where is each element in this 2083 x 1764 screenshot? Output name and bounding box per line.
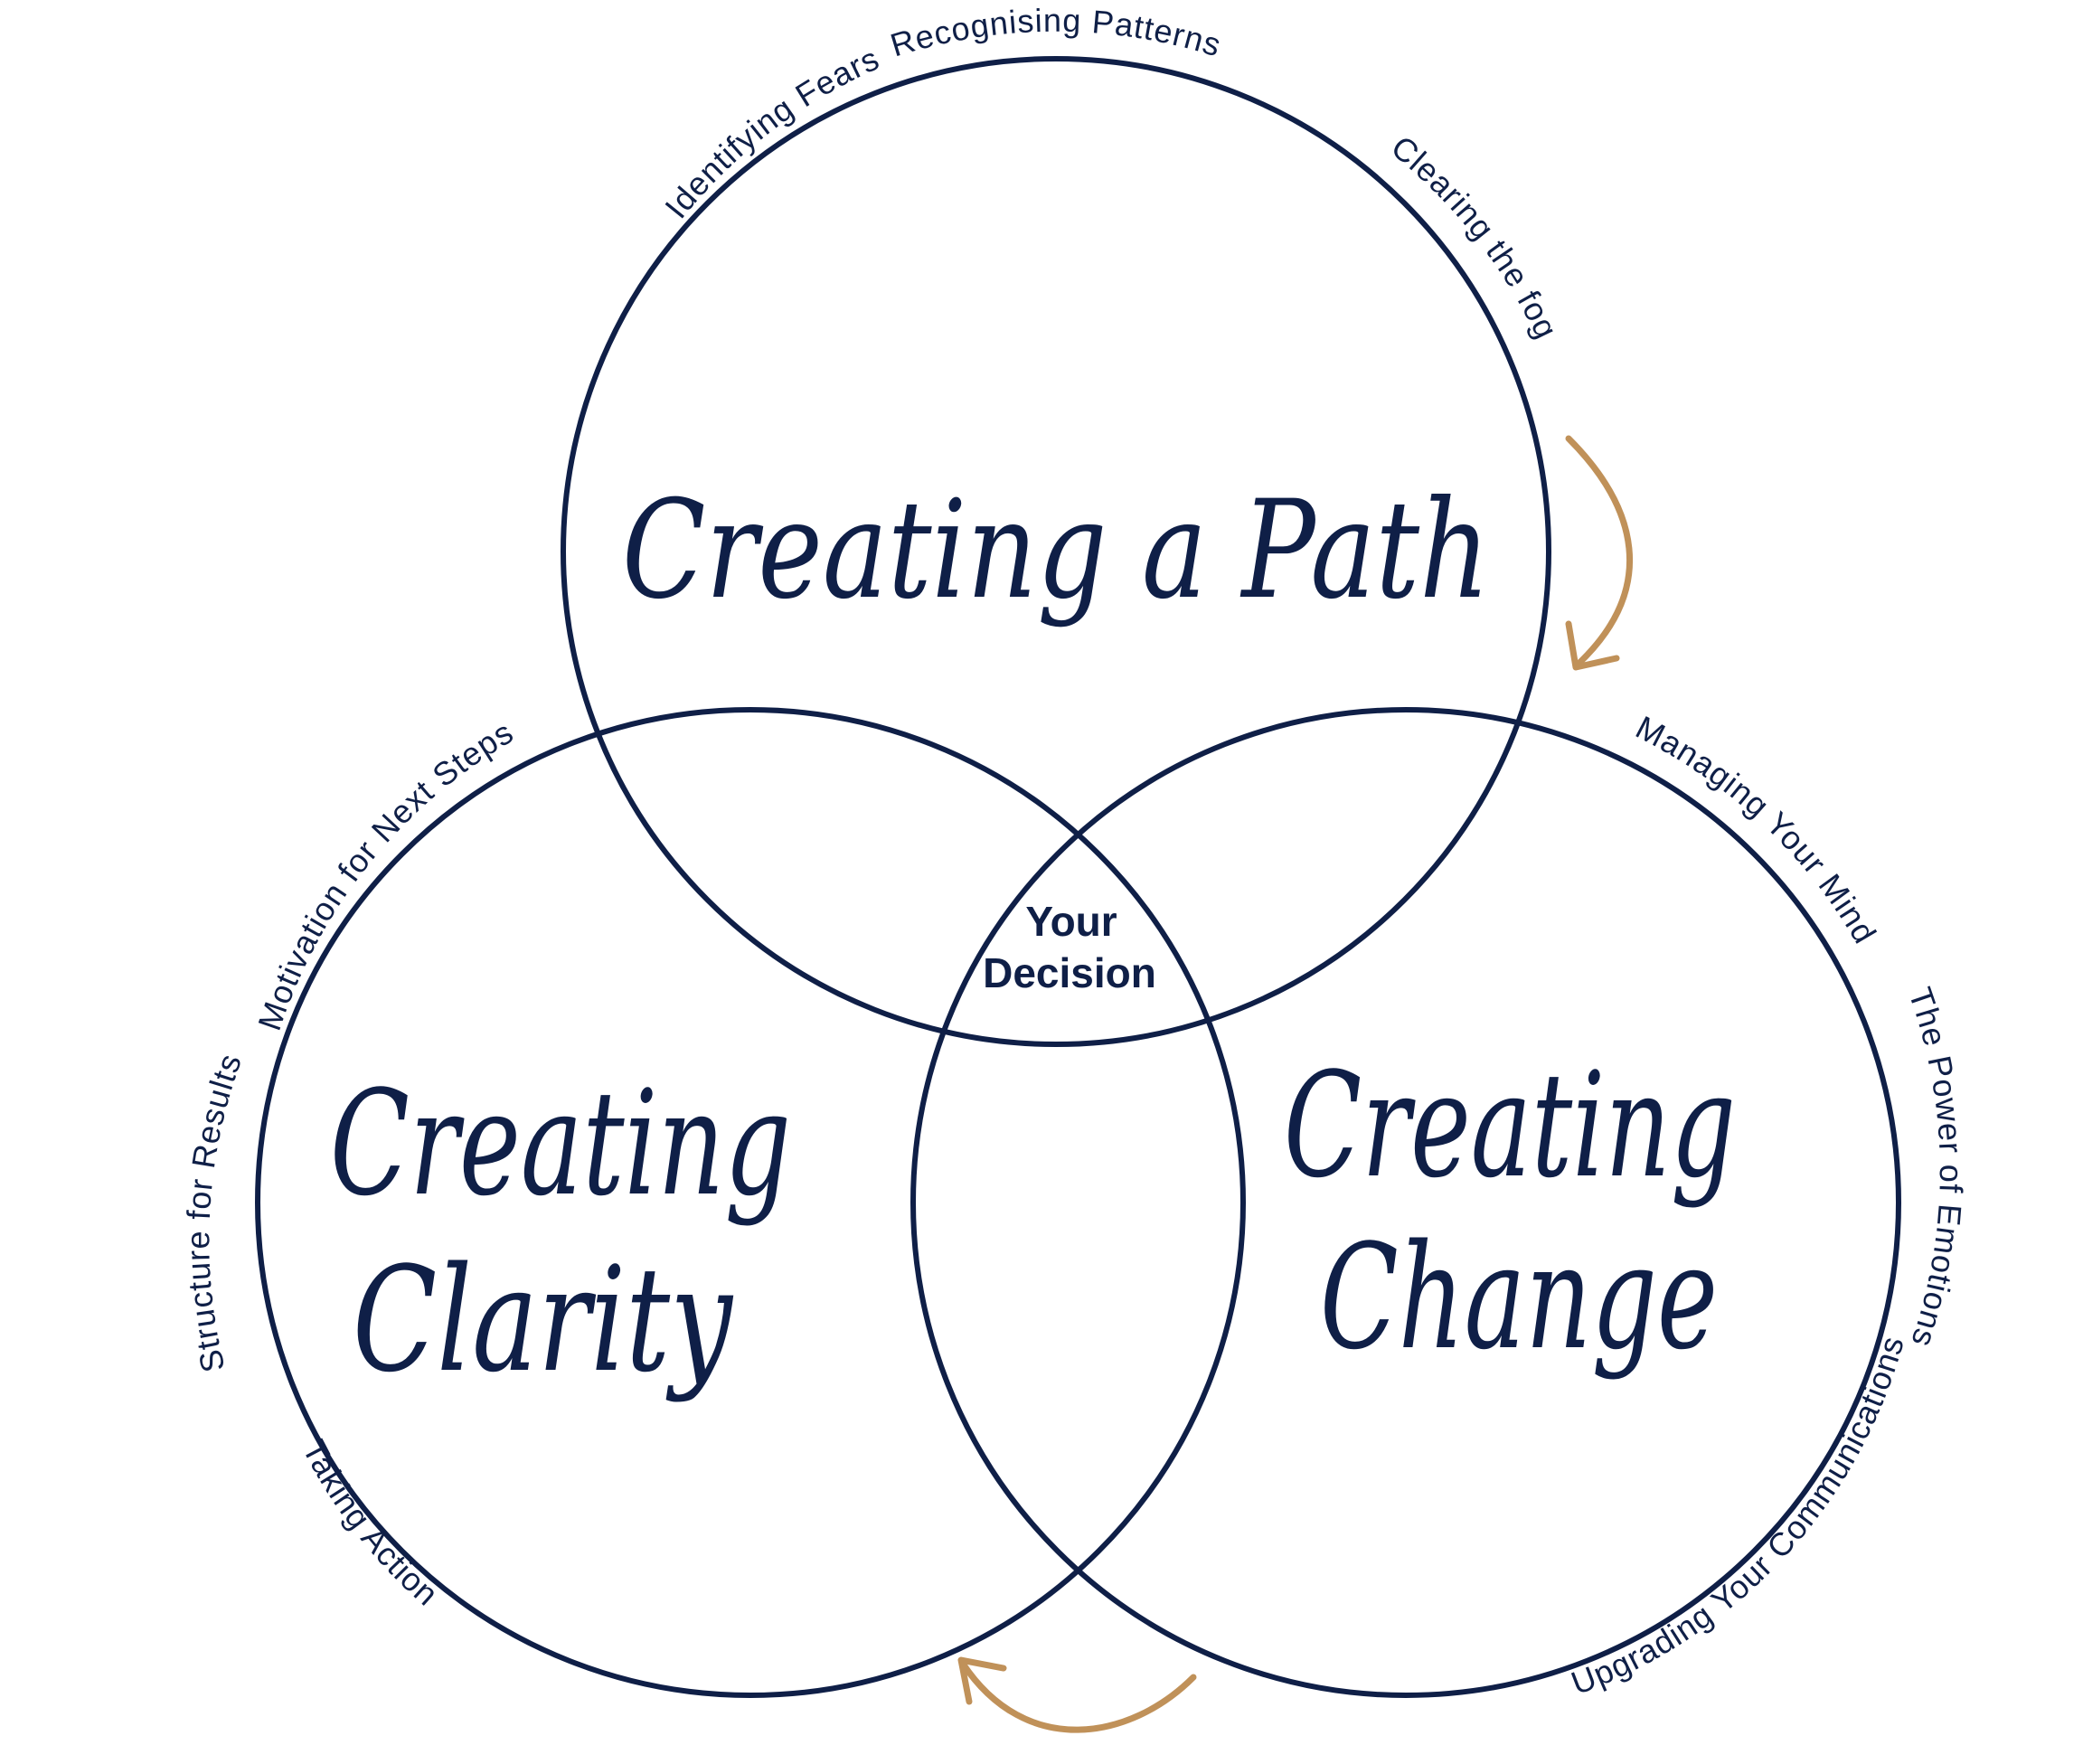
label-recognising-patterns: Recognising Patterns — [886, 2, 1226, 64]
label-power-of-emotions: The Power of Emotions — [1901, 983, 1970, 1353]
label-upgrading-communications: Upgrading Your Communications — [1566, 1332, 1911, 1703]
circle-top — [561, 56, 1551, 1047]
circle-right — [910, 707, 1901, 1698]
circle-left — [255, 707, 1246, 1698]
label-clearing-the-fog: Clearing the fog — [1384, 128, 1566, 344]
title-creating-change-line2: Change — [1320, 1212, 1718, 1382]
title-creating-change-line1: Creating — [1284, 1041, 1736, 1210]
arrow-bottom-icon — [957, 1656, 1197, 1733]
label-managing-your-mind: Managing Your Mind — [1630, 709, 1884, 950]
center-label-line2: Decision — [983, 949, 1156, 996]
label-structure-for-results: Structure for Results — [179, 1049, 249, 1376]
title-creating-clarity-line1: Creating — [330, 1059, 791, 1228]
title-creating-clarity-line2: Clarity — [353, 1235, 734, 1404]
label-identifying-fears: Identifying Fears — [657, 40, 885, 226]
arrow-top-right-icon — [1565, 435, 1634, 671]
title-creating-a-path: Creating a Path — [622, 472, 1490, 629]
center-label-line1: Your — [1025, 898, 1117, 945]
label-taking-action: Taking Action — [296, 1434, 447, 1613]
